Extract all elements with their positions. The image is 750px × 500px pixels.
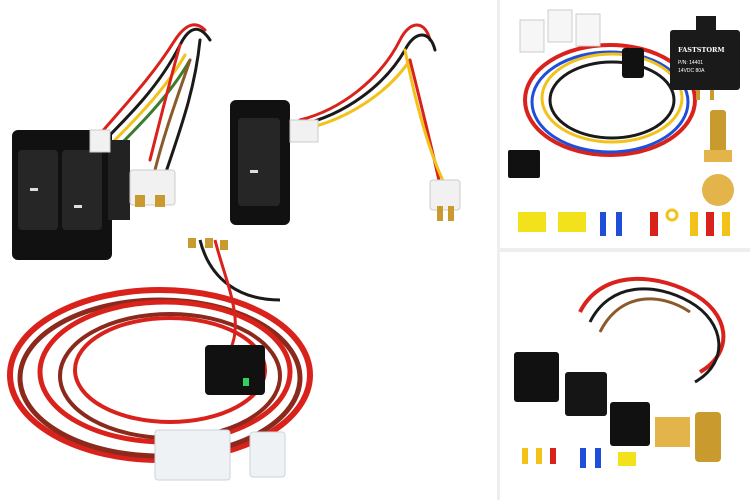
clear-mounting-clips [154,429,286,481]
connector-plug [508,150,540,178]
fan-harness-wires [578,276,726,384]
window-switch-kit-panel [7,23,461,481]
fuse-holder [622,48,644,78]
single-switch-connector [429,179,461,221]
fan-temperature-sensor [655,412,721,462]
harness-terminals [188,238,228,250]
terminal-accessories [518,208,730,236]
colored-wire-loop [523,43,697,157]
faststorm-relay: FASTSTORM P/N: 14401 14VDC 80A [670,16,740,100]
temperature-sensor [702,110,734,206]
single-switch-wires [298,23,447,187]
double-rocker-switch [12,130,130,260]
harness-switch-module [205,345,265,395]
fan-relay [514,352,559,402]
relay-part-number: P/N: 14401 [678,60,703,66]
relay-brand: FASTSTORM [678,46,725,54]
single-rocker-switch [230,100,319,225]
relay-harness-kit-panel: FASTSTORM P/N: 14401 14VDC 80A [500,0,750,248]
relay-harness-kit-image: FASTSTORM P/N: 14401 14VDC 80A [508,9,740,236]
panel-divider-horizontal [500,248,750,252]
fan-kit-terminals [522,448,636,468]
relay-socket [565,372,607,416]
wire-labels [519,9,601,53]
relay-rating: 14VDC 80A [678,68,705,74]
double-switch-connector [89,129,176,207]
fan-relay-kit-image [514,276,726,468]
window-switch-kit-image [7,23,461,481]
fan-relay-kit-panel [500,252,750,500]
fuse-box [610,402,650,446]
panel-divider-vertical [497,0,500,500]
